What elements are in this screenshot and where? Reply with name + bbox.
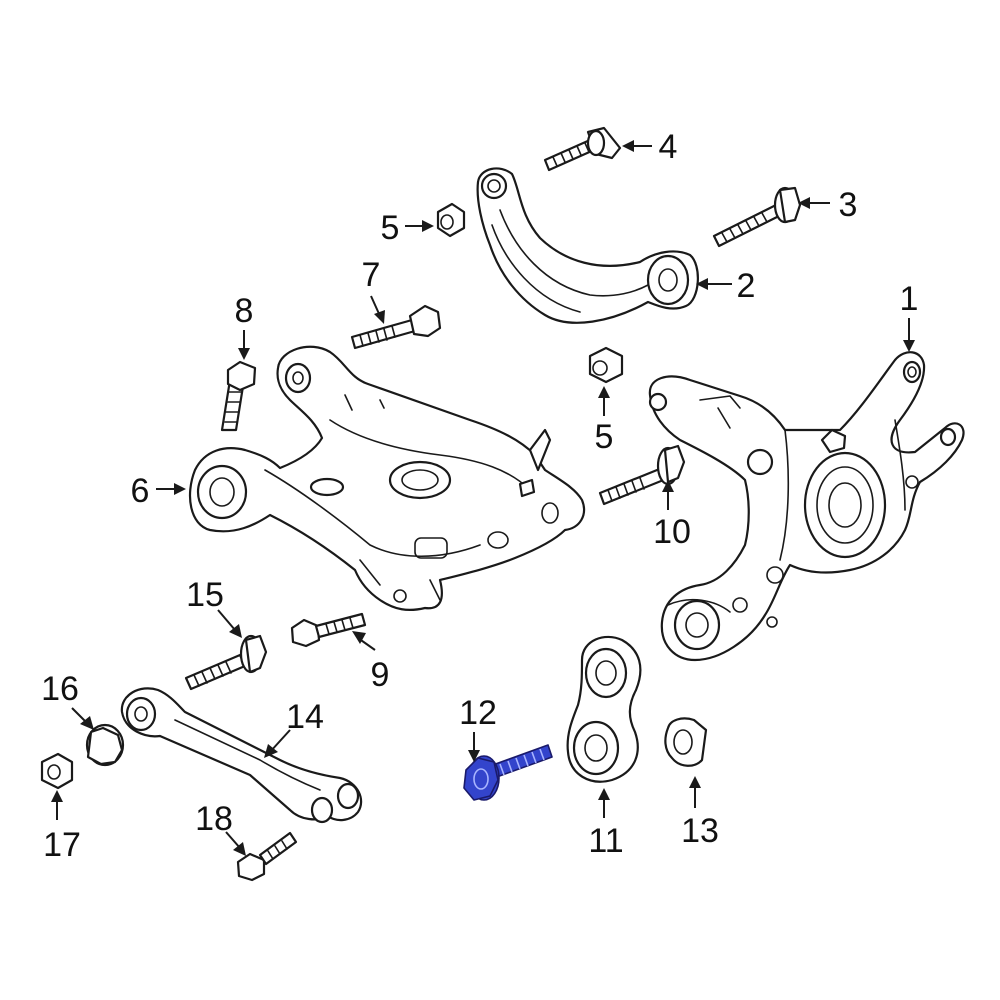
part-bolt-18 bbox=[236, 831, 298, 882]
callout-3: 3 bbox=[839, 186, 858, 224]
callout-5-upper: 5 bbox=[381, 209, 400, 247]
callout-18: 18 bbox=[195, 800, 233, 838]
callout-12: 12 bbox=[459, 694, 497, 732]
callout-10: 10 bbox=[653, 513, 691, 551]
part-upper-control-arm bbox=[476, 167, 699, 324]
part-bolt-7 bbox=[350, 304, 442, 350]
part-lower-link bbox=[120, 687, 363, 824]
callout-9: 9 bbox=[371, 656, 390, 694]
part-bolt-10 bbox=[598, 444, 686, 506]
part-bolt-9 bbox=[290, 612, 367, 648]
part-nut-17 bbox=[40, 752, 74, 790]
callout-15: 15 bbox=[186, 576, 224, 614]
part-bolt-15 bbox=[184, 634, 268, 691]
callout-4: 4 bbox=[659, 128, 678, 166]
part-nut-5-lower bbox=[588, 346, 624, 384]
callout-2: 2 bbox=[737, 267, 756, 305]
part-bolt-12-highlighted[interactable] bbox=[463, 744, 553, 801]
callout-13: 13 bbox=[681, 812, 719, 850]
callout-1: 1 bbox=[900, 280, 919, 318]
callout-11: 11 bbox=[588, 822, 623, 860]
part-bushing-16 bbox=[85, 723, 125, 767]
part-nut-5-upper bbox=[436, 202, 466, 238]
callout-5-lower: 5 bbox=[595, 418, 614, 456]
callout-16: 16 bbox=[41, 670, 79, 708]
callout-7: 7 bbox=[362, 256, 381, 294]
part-knuckle bbox=[648, 351, 965, 662]
leader-lines bbox=[51, 140, 915, 856]
callout-17: 17 bbox=[43, 826, 81, 864]
callout-8: 8 bbox=[235, 292, 254, 330]
part-long-bolt-3 bbox=[712, 186, 802, 248]
callout-labels: 1 2 3 4 5 5 6 7 8 9 10 11 12 13 14 15 16… bbox=[41, 128, 918, 864]
part-subframe bbox=[188, 345, 586, 611]
callout-14: 14 bbox=[286, 698, 324, 736]
part-cam-washer bbox=[664, 717, 708, 767]
part-bolt-8 bbox=[220, 360, 257, 432]
part-cam-bolt bbox=[543, 126, 622, 172]
part-toe-link bbox=[566, 635, 642, 783]
callout-6: 6 bbox=[131, 472, 150, 510]
